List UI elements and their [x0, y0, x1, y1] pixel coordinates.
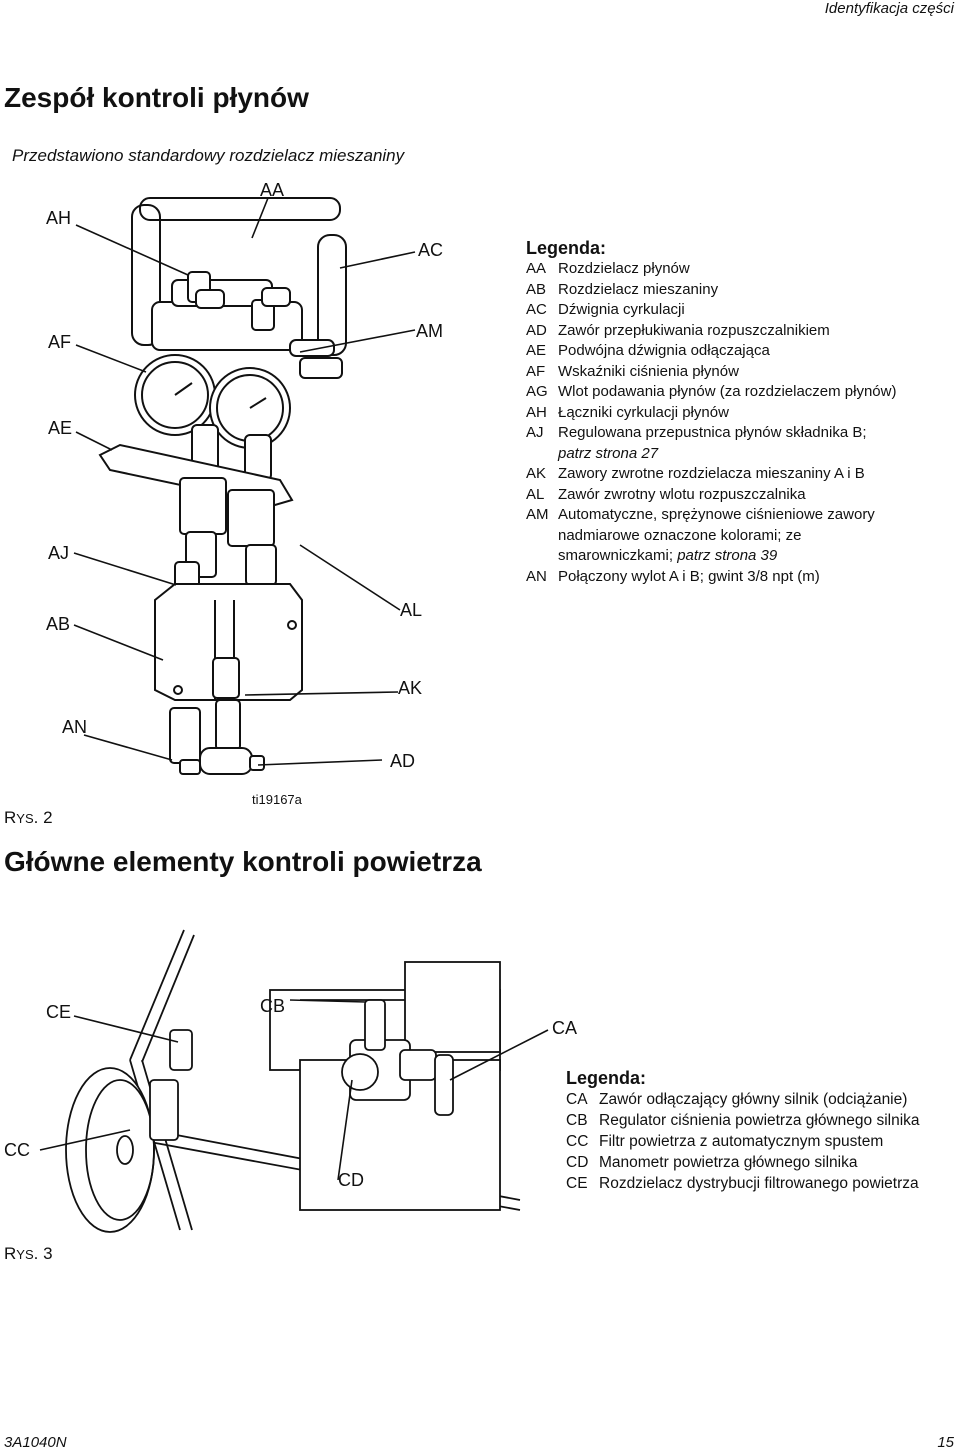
legend-text: Wskaźniki ciśnienia płynów [558, 362, 739, 380]
legend-code: AL [526, 485, 545, 503]
legend-code: CD [566, 1154, 589, 1171]
legend-item: CE Rozdzielacz dystrybucji filtrowanego p… [566, 1173, 956, 1194]
legend-text: Rozdzielacz płynów [558, 260, 690, 277]
legend-text: Rozdzielacz dystrybucji filtrowanego pow… [599, 1175, 919, 1192]
image-id-label: ti19167a [252, 792, 302, 807]
legend-text: Podwójna dźwignia odłączająca [558, 342, 770, 359]
legend-item: AB Rozdzielacz mieszaniny [526, 280, 956, 301]
legend-code: AE [526, 342, 547, 359]
legend-code: CC [566, 1133, 589, 1150]
figure-3-label: RYS. 3 [4, 1244, 53, 1263]
figure-subtitle: Przedstawiono standardowy rozdzielacz mi… [12, 146, 405, 165]
section-title-fluid-control: Zespół kontroli płynów [4, 82, 309, 113]
legend-code: AG [526, 383, 548, 400]
callout-cd: CD [338, 1170, 364, 1190]
callout-ca: CA [552, 1018, 578, 1038]
legend-code: CB [566, 1112, 588, 1129]
legend-text: Automatyczne, sprężynowe ciśnieniowe zaw… [558, 506, 875, 564]
figure-2-label: RYS. 2 [4, 808, 53, 827]
callout-am: AM [416, 321, 443, 341]
callout-ac: AC [418, 240, 444, 260]
callout-an: AN [62, 717, 88, 737]
legend-text: Wlot podawania płynów (za rozdzielaczem … [558, 383, 897, 400]
legend-code: AH [526, 403, 547, 421]
legend-item: CA Zawór odłączający główny silnik (odcią… [566, 1089, 956, 1110]
callout-af: AF [48, 332, 72, 352]
legend-title-2: Legenda: [566, 1068, 647, 1088]
legend-item: CD Manometr powietrza głównego silnika [566, 1152, 956, 1173]
legend-code: AN [526, 567, 547, 585]
legend-code: AK [526, 465, 547, 482]
legend-text: Zawór zwrotny wlotu rozpuszczalnika [558, 485, 806, 503]
legend-text: Połączony wylot A i B; gwint 3/8 npt (m) [558, 567, 820, 585]
legend-text: Filtr powietrza z automatycznym spustem [599, 1133, 884, 1150]
callout-ak: AK [398, 678, 423, 698]
callout-ah: AH [46, 208, 72, 228]
section-title-air-control: Główne elementy kontroli powietrza [4, 846, 482, 877]
callout-aj: AJ [48, 543, 70, 563]
callout-ae: AE [48, 418, 73, 438]
callout-ad: AD [390, 751, 416, 771]
legend-code: AA [526, 260, 547, 277]
legend-item: AA Rozdzielacz płynów [526, 259, 956, 280]
callout-al: AL [400, 600, 423, 620]
running-header: Identyfikacja części [824, 0, 954, 17]
legend-text: Zawory zwrotne rozdzielacza mieszaniny A… [558, 465, 865, 482]
legend-item: AN Połączony wylot A i B; gwint 3/8 npt (… [526, 567, 956, 588]
legend-item: AK Zawory zwrotne rozdzielacza mieszaniny… [526, 464, 956, 485]
callout-ab: AB [46, 614, 71, 634]
legend-text: Łączniki cyrkulacji płynów [558, 403, 729, 421]
legend-code: CA [566, 1091, 588, 1108]
legend-text: Regulowana przepustnica płynów składnika… [558, 424, 867, 462]
legend-text: Manometr powietrza głównego silnika [599, 1154, 858, 1171]
legend-code: CE [566, 1175, 588, 1192]
legend-code: AF [526, 362, 546, 380]
legend-code: AM [526, 506, 549, 523]
legend-code: AC [526, 301, 547, 318]
callout-cc: CC [4, 1140, 30, 1160]
legend-text: Dźwignia cyrkulacji [558, 301, 685, 318]
legend-item: AD Zawór przepłukiwania rozpuszczalnikiem [526, 321, 956, 342]
legend-item: AM Automatyczne, sprężynowe ciśnieniowe z… [526, 505, 956, 567]
callout-ce: CE [46, 1002, 72, 1022]
legend-text: Rozdzielacz mieszaniny [558, 280, 719, 298]
legend-text: Zawór odłączający główny silnik (odciąża… [599, 1091, 908, 1108]
legend-item: AJ Regulowana przepustnica płynów składni… [526, 423, 956, 464]
callout-aa: AA [260, 180, 285, 200]
legend-code: AB [526, 280, 547, 298]
legend-code: AD [526, 321, 547, 339]
legend-list-2: CA Zawór odłączający główny silnik (odcią… [566, 1089, 956, 1194]
legend-text: Zawór przepłukiwania rozpuszczalnikiem [558, 321, 830, 339]
legend-item: AC Dźwignia cyrkulacji [526, 300, 956, 321]
legend-item: AE Podwójna dźwignia odłączająca [526, 341, 956, 362]
legend-item: AG Wlot podawania płynów (za rozdzielacze… [526, 382, 956, 403]
legend-item: AL Zawór zwrotny wlotu rozpuszczalnika [526, 485, 956, 506]
legend-title: Legenda: [526, 238, 607, 258]
doc-number: 3A1040N [4, 1434, 67, 1451]
legend-item: AF Wskaźniki ciśnienia płynów [526, 362, 956, 383]
legend-item: CC Filtr powietrza z automatycznym spuste… [566, 1131, 956, 1152]
legend-item: CB Regulator ciśnienia powietrza głównego… [566, 1110, 956, 1131]
page-number: 15 [937, 1434, 954, 1451]
legend-item: AH Łączniki cyrkulacji płynów [526, 403, 956, 424]
legend-text: Regulator ciśnienia powietrza głównego s… [599, 1112, 920, 1129]
legend-air-control: Legenda: CA Zawór odłączający główny siln… [566, 1068, 956, 1194]
callout-cb: CB [260, 996, 286, 1016]
legend-code: AJ [526, 424, 544, 441]
